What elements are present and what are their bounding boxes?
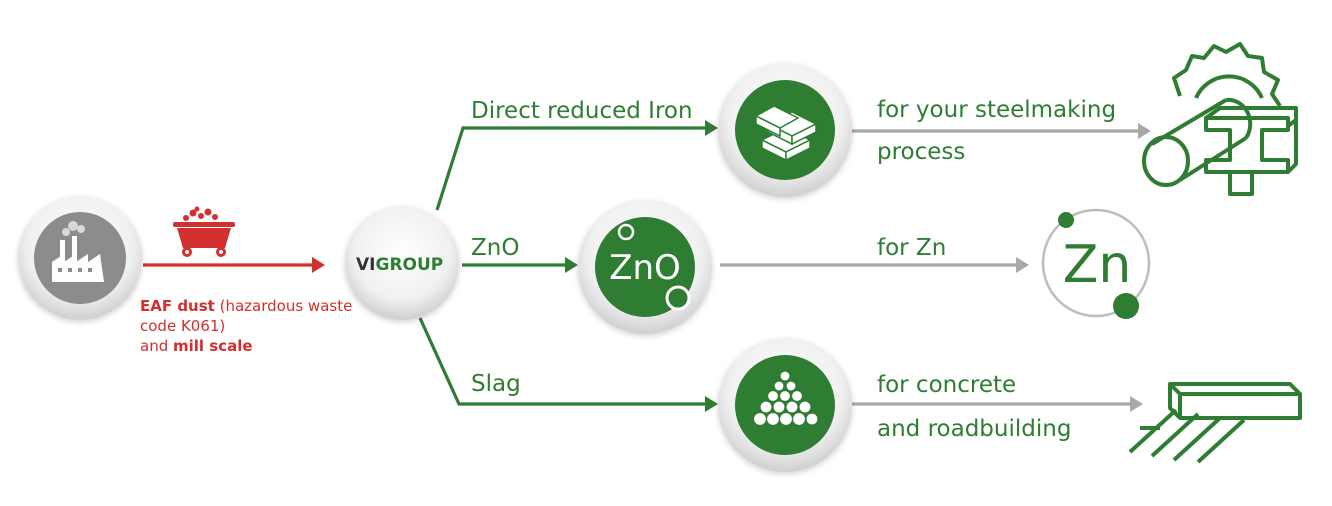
zno-icon-text: ZnO <box>609 248 681 288</box>
zn-output: Zn <box>1041 208 1151 319</box>
source-line1-bold: EAF dust <box>140 297 215 315</box>
output-zn-line1: for Zn <box>877 235 947 261</box>
connector-lines <box>143 120 1151 412</box>
concrete-beam-icon <box>1128 382 1302 464</box>
ore-cart-icon <box>173 206 235 257</box>
zn-output-text: Zn <box>1063 235 1132 295</box>
source-description: EAF dust (hazardous waste code K061) and… <box>140 296 360 356</box>
output-iron-line1: for your steelmaking <box>877 97 1117 123</box>
branch-label-iron: Direct reduced Iron <box>471 98 693 124</box>
source-line3-bold: mill scale <box>173 337 253 355</box>
steel-products-icon <box>1142 42 1298 196</box>
factory-node <box>18 196 142 320</box>
source-line2: code K061) <box>140 317 226 335</box>
branch-label-zno: ZnO <box>471 235 520 261</box>
factory-icon <box>52 221 104 282</box>
brand-part-group: GROUP <box>375 255 444 275</box>
vigroup-node <box>345 206 459 320</box>
source-line3-pre: and <box>140 337 173 355</box>
slag-pile-icon <box>752 370 819 427</box>
zno-node: ZnO <box>578 200 712 334</box>
branch-label-slag: Slag <box>471 371 521 397</box>
slag-node <box>718 338 852 472</box>
output-slag-line2: and roadbuilding <box>877 416 1072 442</box>
iron-bars-icon <box>754 105 818 162</box>
iron-node <box>718 63 852 197</box>
output-slag-line1: for concrete <box>877 372 1017 398</box>
source-line1-rest: (hazardous waste <box>214 297 353 315</box>
brand-part-vi: VI <box>356 255 376 275</box>
output-iron-line2: process <box>877 139 966 165</box>
vigroup-logo: VIGROUP <box>356 255 443 275</box>
